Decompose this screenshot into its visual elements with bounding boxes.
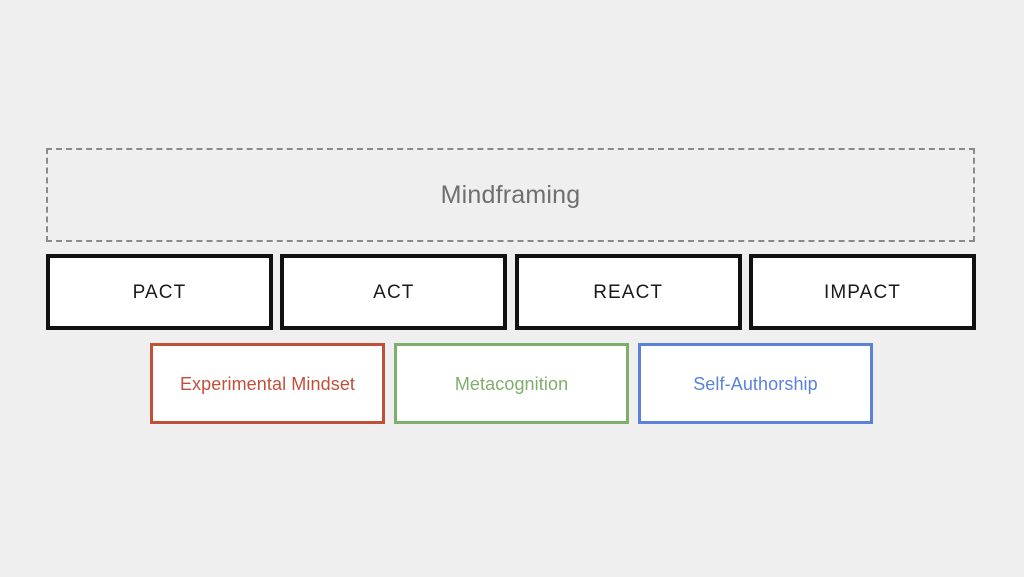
umbrella-label: Mindframing [440, 180, 581, 209]
capability-label-self-authorship: Self-Authorship [693, 373, 818, 394]
capability-row: Experimental Mindset Metacognition Self-… [150, 343, 873, 424]
stage-label-act: ACT [373, 281, 415, 303]
stage-box-impact: IMPACT [748, 254, 976, 330]
capability-box-metacognition: Metacognition [394, 343, 629, 424]
capability-label-metacognition: Metacognition [454, 373, 569, 394]
stage-label-impact: IMPACT [824, 281, 901, 303]
stage-box-react: REACT [514, 254, 742, 330]
stage-row: PACT ACT REACT IMPACT [46, 254, 976, 330]
capability-box-self-authorship: Self-Authorship [638, 343, 873, 424]
stage-box-act: ACT [280, 254, 508, 330]
umbrella-container-mindframing: Mindframing [46, 148, 975, 242]
stage-label-pact: PACT [132, 281, 187, 303]
stage-label-react: REACT [593, 281, 664, 303]
capability-box-experimental-mindset: Experimental Mindset [150, 343, 385, 424]
stage-box-pact: PACT [46, 254, 273, 330]
capability-label-experimental-mindset: Experimental Mindset [179, 373, 356, 394]
